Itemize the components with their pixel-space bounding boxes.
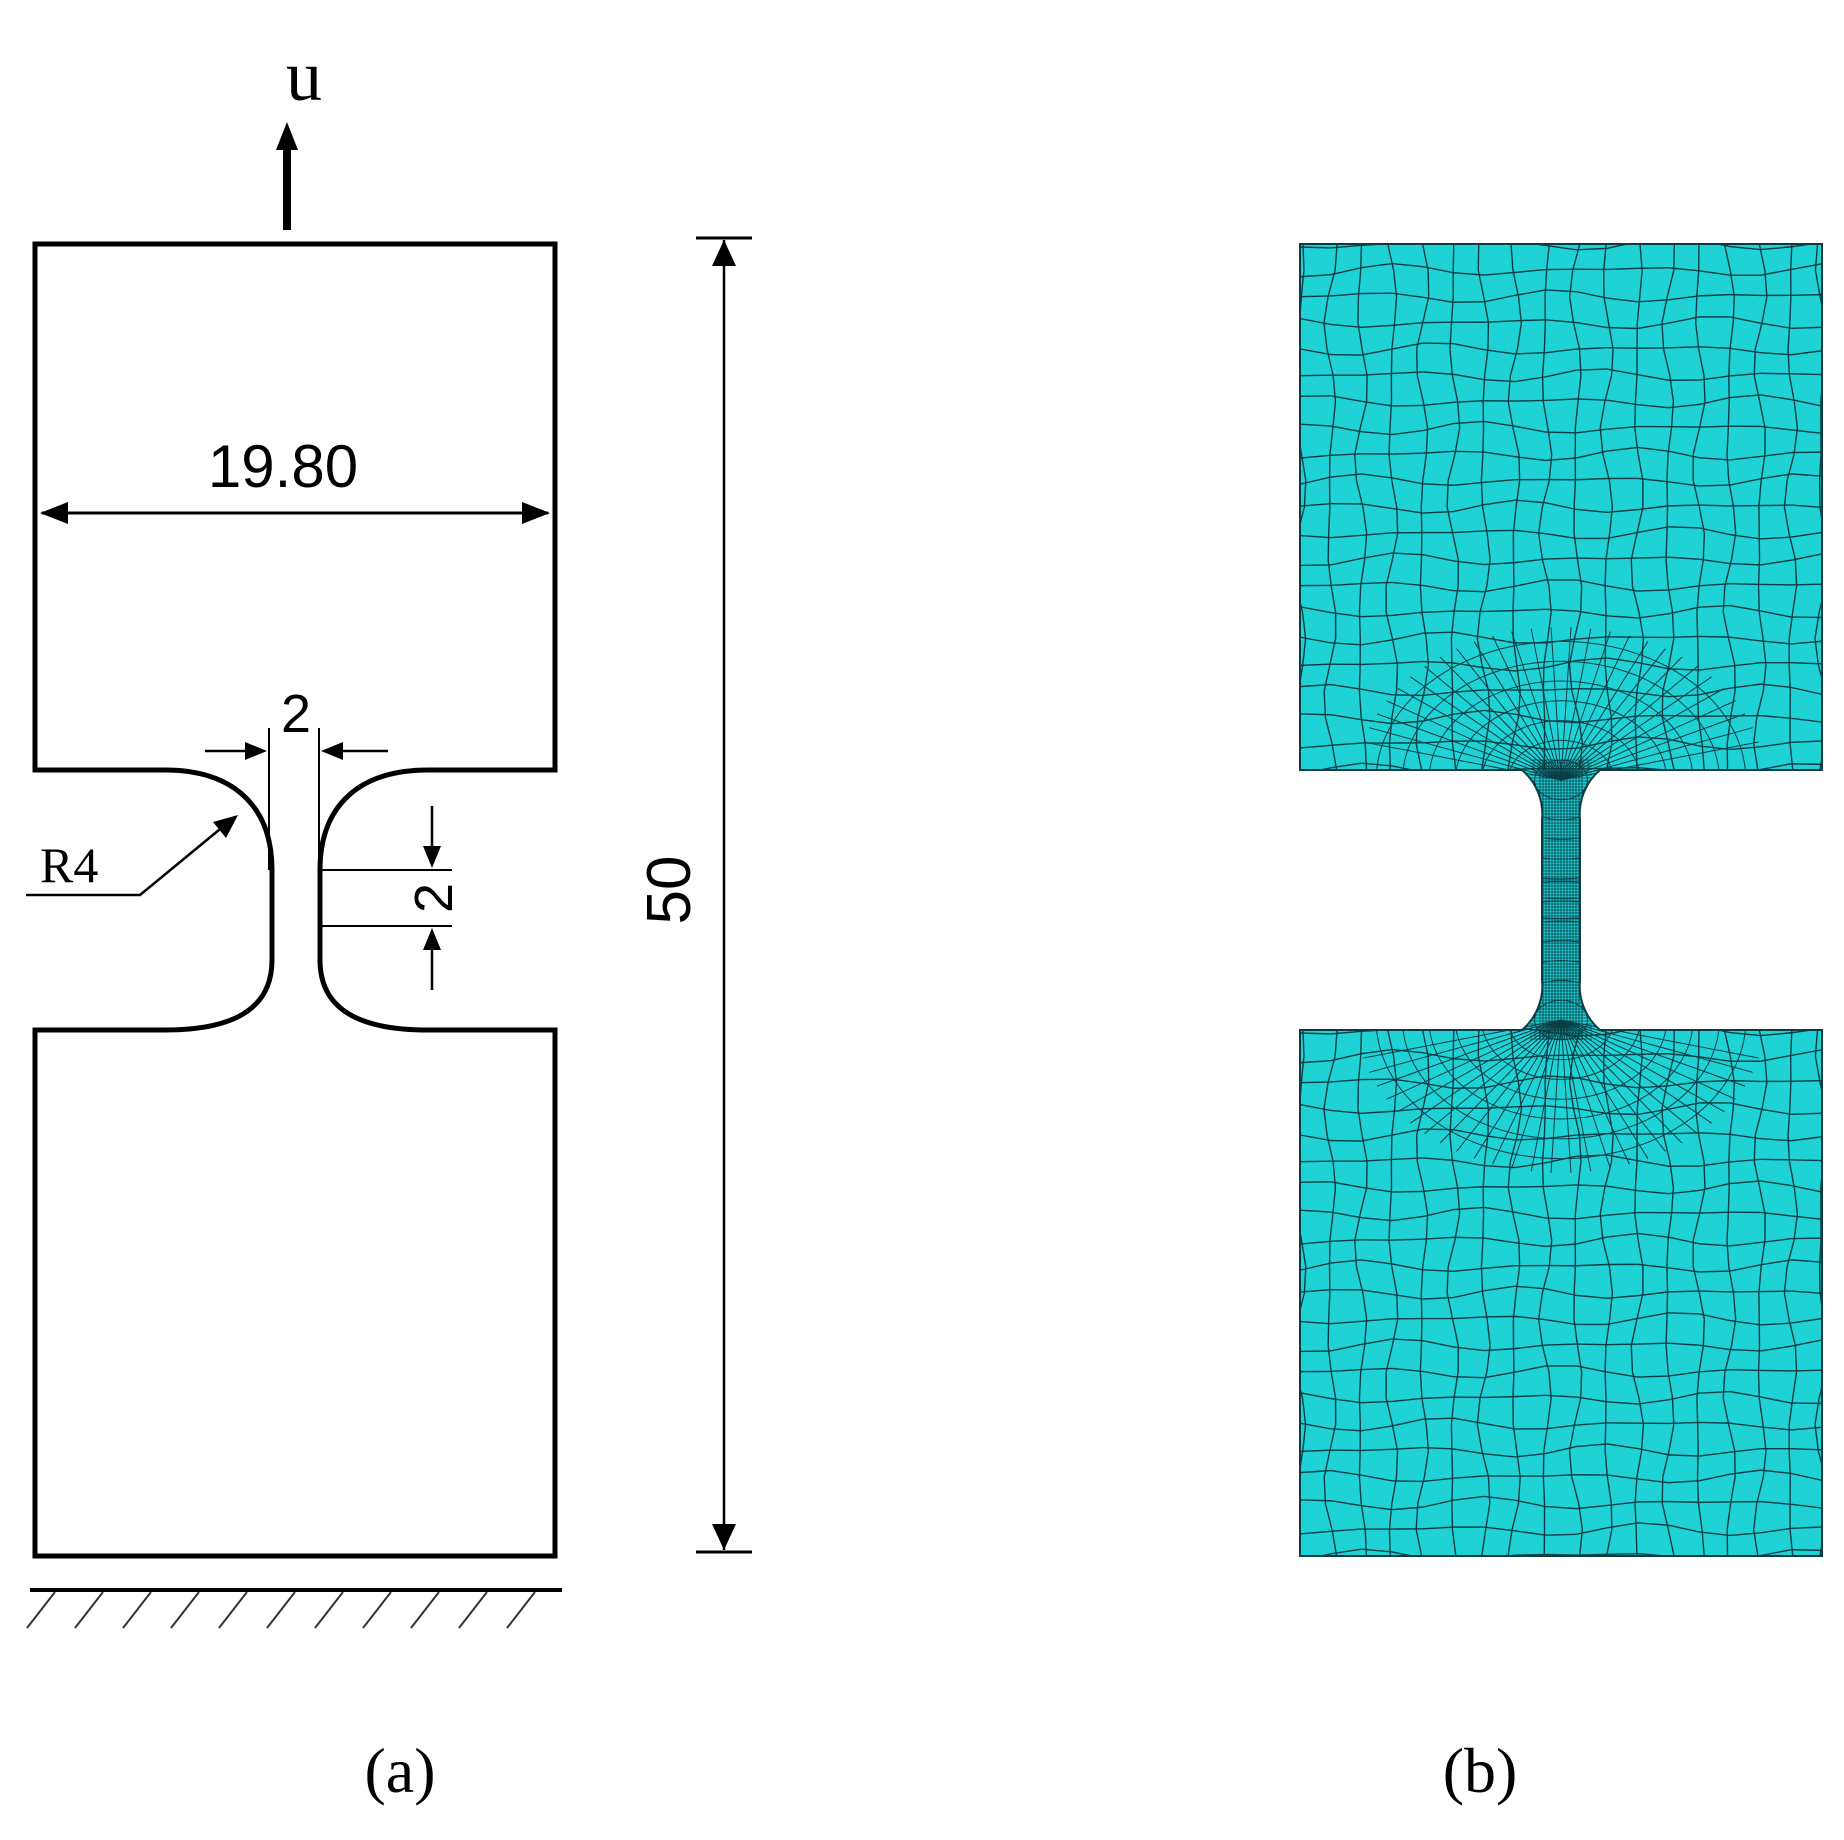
radius-leader bbox=[26, 815, 238, 897]
hatch-mark bbox=[314, 1591, 344, 1629]
fixed-support bbox=[26, 1588, 562, 1629]
notch-height-dimension bbox=[322, 806, 452, 990]
load-arrow bbox=[276, 122, 298, 230]
hatch-mark bbox=[170, 1591, 200, 1629]
caption-b: (b) bbox=[1443, 1735, 1518, 1806]
notch-height-label: 2 bbox=[404, 883, 464, 913]
hatch-mark bbox=[26, 1591, 56, 1629]
hatch-mark bbox=[218, 1591, 248, 1629]
hatch-mark bbox=[506, 1591, 536, 1629]
hatch-mark bbox=[362, 1591, 392, 1629]
panel-a-drawing: u 19.80 2 2 bbox=[26, 36, 752, 1629]
hatch-mark bbox=[74, 1591, 104, 1629]
width-dimension-label: 19.80 bbox=[208, 433, 358, 500]
notch-width-dimension bbox=[205, 728, 388, 870]
hatch-mark bbox=[266, 1591, 296, 1629]
load-label: u bbox=[286, 36, 322, 116]
width-dimension-line bbox=[40, 502, 550, 524]
hatch-mark bbox=[122, 1591, 152, 1629]
height-dimension-line bbox=[696, 236, 752, 1554]
radius-label: R4 bbox=[40, 837, 98, 893]
hatch-mark bbox=[458, 1591, 488, 1629]
height-dimension-label: 50 bbox=[635, 856, 704, 925]
hatch-mark bbox=[410, 1591, 440, 1629]
mesh-specimen-border bbox=[1299, 243, 1823, 1557]
panel-b-mesh bbox=[1299, 243, 1823, 1557]
specimen-outline bbox=[32, 241, 558, 1559]
notch-width-label: 2 bbox=[281, 684, 311, 744]
caption-a: (a) bbox=[364, 1735, 435, 1806]
